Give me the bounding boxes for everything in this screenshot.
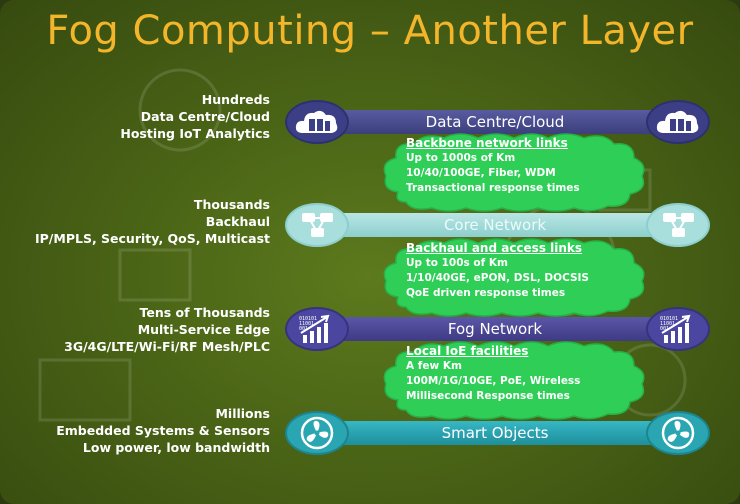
- svg-text:11001: 11001: [660, 321, 675, 327]
- cloud-shape: [383, 341, 645, 420]
- layer-role: Multi-Service Edge: [137, 322, 270, 337]
- link-info: Local IoE facilities A few Km 100M/1G/10…: [406, 344, 642, 404]
- svg-text:11001: 11001: [299, 321, 314, 327]
- link-heading: Backhaul and access links: [406, 241, 583, 255]
- cloud-shape: [383, 133, 645, 212]
- data-chart-icon: 010101 11001 001: [287, 309, 347, 349]
- link-response: Transactional response times: [406, 182, 580, 194]
- svg-text:010101: 010101: [299, 316, 317, 322]
- link-cloud-backhaul: Backhaul and access links Up to 100s of …: [378, 235, 650, 319]
- network-nodes-icon: [648, 205, 708, 245]
- bar-data-centre: Data Centre/Cloud: [300, 110, 690, 134]
- page-title: Fog Computing – Another Layer: [46, 8, 694, 54]
- link-response: QoE driven response times: [406, 287, 566, 299]
- layer-detail: Low power, low bandwidth: [82, 440, 270, 455]
- svg-text:010101: 010101: [660, 316, 678, 322]
- link-distance: A few Km: [406, 360, 462, 372]
- layer-role: Backhaul: [205, 214, 270, 229]
- layer-role: Embedded Systems & Sensors: [56, 423, 270, 438]
- link-technology: 100M/1G/10GE, PoE, Wireless: [406, 375, 581, 387]
- layer-scale: Thousands: [193, 197, 270, 212]
- layer-label-smart: Millions Embedded Systems & Sensors Low …: [10, 405, 270, 456]
- layer-label-core: Thousands Backhaul IP/MPLS, Security, Qo…: [10, 196, 270, 247]
- network-nodes-icon: [287, 205, 347, 245]
- server-cloud-icon: [287, 102, 347, 142]
- layer-detail: IP/MPLS, Security, QoS, Multicast: [35, 231, 270, 246]
- fan-icon: [648, 413, 708, 453]
- bar-core-network: Core Network: [300, 213, 690, 237]
- server-cloud-icon: [648, 102, 708, 142]
- layer-scale: Millions: [215, 406, 270, 421]
- layer-scale: Hundreds: [201, 92, 270, 107]
- link-response: Millisecond Response times: [406, 390, 570, 402]
- layer-scale: Tens of Thousands: [139, 305, 271, 320]
- link-technology: 10/40/100GE, Fiber, WDM: [406, 167, 556, 179]
- link-heading: Local IoE facilities: [406, 344, 529, 358]
- svg-text:001: 001: [660, 326, 669, 332]
- layer-label-fog: Tens of Thousands Multi-Service Edge 3G/…: [10, 304, 270, 355]
- link-distance: Up to 100s of Km: [406, 257, 508, 269]
- svg-text:001: 001: [299, 326, 308, 332]
- link-heading: Backbone network links: [406, 136, 568, 150]
- bar-fog-network: Fog Network: [300, 317, 690, 341]
- link-info: Backhaul and access links Up to 100s of …: [406, 241, 642, 301]
- link-info: Backbone network links Up to 1000s of Km…: [406, 136, 642, 196]
- layer-detail: Hosting IoT Analytics: [120, 126, 270, 141]
- layer-role: Data Centre/Cloud: [140, 109, 270, 124]
- bar-smart-objects: Smart Objects: [300, 421, 690, 445]
- link-cloud-backbone: Backbone network links Up to 1000s of Km…: [378, 130, 650, 214]
- link-technology: 1/10/40GE, ePON, DSL, DOCSIS: [406, 272, 589, 284]
- layer-detail: 3G/4G/LTE/Wi-Fi/RF Mesh/PLC: [64, 339, 270, 354]
- link-cloud-local: Local IoE facilities A few Km 100M/1G/10…: [378, 338, 650, 422]
- fan-icon: [287, 413, 347, 453]
- cloud-shape: [383, 238, 645, 317]
- layer-label-data-centre: Hundreds Data Centre/Cloud Hosting IoT A…: [10, 91, 270, 142]
- link-distance: Up to 1000s of Km: [406, 152, 516, 164]
- data-chart-icon: 010101 11001 001: [648, 309, 708, 349]
